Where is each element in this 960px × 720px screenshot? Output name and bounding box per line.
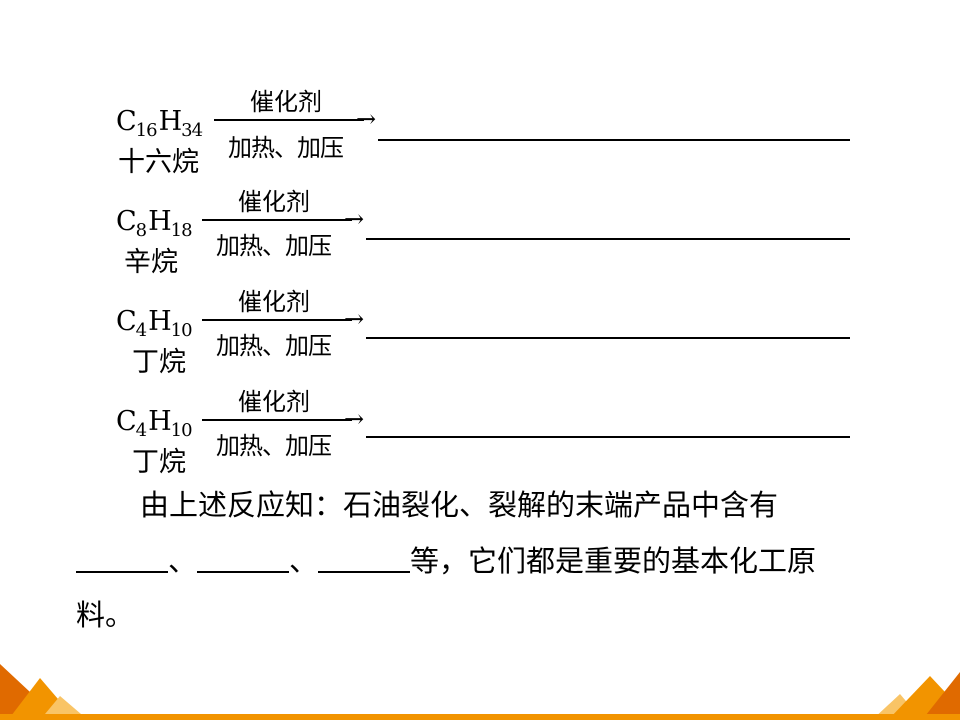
footer-bar <box>0 714 960 720</box>
hydrogen-subscript: 10 <box>170 320 193 341</box>
answer-line <box>378 139 850 141</box>
arrow-head-icon: → <box>356 105 377 133</box>
reaction-arrow-line <box>202 219 352 221</box>
conditions-label: 加热、加压 <box>216 332 332 360</box>
conditions-label: 加热、加压 <box>216 432 332 460</box>
hydrogen-symbol: H <box>148 306 172 337</box>
separator: 、 <box>168 544 198 578</box>
reaction-3: C4H10 丁烷 催化剂 → 加热、加压 <box>112 288 872 394</box>
hydrogen-subscript: 34 <box>181 120 203 141</box>
arrow-head-icon: → <box>344 205 365 233</box>
paragraph-line-2: 、 、 等，它们都是重要的基本化工原 <box>76 538 816 580</box>
catalyst-label: 催化剂 <box>238 388 310 416</box>
hydrogen-subscript: 18 <box>170 220 193 241</box>
separator: 、 <box>289 544 319 578</box>
fill-blank-3[interactable] <box>318 543 411 573</box>
arrow-head-icon: → <box>344 305 365 333</box>
carbon-symbol: C <box>116 106 137 137</box>
arrow-head-icon: → <box>344 405 365 433</box>
carbon-symbol: C <box>116 206 137 237</box>
answer-line <box>366 337 850 339</box>
carbon-subscript: 4 <box>135 420 147 441</box>
catalyst-label: 催化剂 <box>238 188 310 216</box>
hydrogen-symbol: H <box>148 406 172 437</box>
hydrogen-symbol: H <box>158 106 183 137</box>
footer-triangle-right-dark <box>922 672 960 720</box>
carbon-symbol: C <box>116 306 137 337</box>
reactant-formula: C4H10 <box>116 306 194 341</box>
reactant-name: 辛烷 <box>124 247 178 278</box>
hydrogen-symbol: H <box>148 206 172 237</box>
reaction-4: C4H10 丁烷 催化剂 → 加热、加压 <box>112 388 872 494</box>
answer-line <box>366 238 850 240</box>
reaction-2: C8H18 辛烷 催化剂 → 加热、加压 <box>112 188 872 294</box>
reactant-name: 丁烷 <box>132 347 186 378</box>
paragraph-line-2-text: 等，它们都是重要的基本化工原 <box>410 544 817 578</box>
reactant-formula: C8H18 <box>116 206 194 241</box>
fill-blank-2[interactable] <box>197 543 290 573</box>
conditions-label: 加热、加压 <box>228 134 344 162</box>
reaction-arrow-line <box>214 119 364 121</box>
carbon-symbol: C <box>116 406 137 437</box>
reactant-formula: C4H10 <box>116 406 194 441</box>
carbon-subscript: 8 <box>135 220 147 241</box>
reactant-name: 丁烷 <box>132 447 186 478</box>
catalyst-label: 催化剂 <box>238 288 310 316</box>
carbon-subscript: 16 <box>135 120 158 141</box>
paragraph-line-3: 料。 <box>76 598 135 632</box>
reactant-name: 十六烷 <box>118 147 199 178</box>
carbon-subscript: 4 <box>135 320 147 341</box>
reaction-1: C16H34 十六烷 催化剂 → 加热、加压 <box>112 88 872 194</box>
hydrogen-subscript: 10 <box>170 420 193 441</box>
answer-line <box>366 436 850 438</box>
reaction-arrow-line <box>202 319 352 321</box>
paragraph-line-1: 由上述反应知：石油裂化、裂解的末端产品中含有 <box>140 488 779 522</box>
reactant-formula: C16H34 <box>116 106 204 141</box>
reaction-arrow-line <box>202 419 352 421</box>
fill-blank-1[interactable] <box>76 543 168 573</box>
conditions-label: 加热、加压 <box>216 232 332 260</box>
footer-decoration <box>0 664 960 720</box>
catalyst-label: 催化剂 <box>250 88 322 116</box>
